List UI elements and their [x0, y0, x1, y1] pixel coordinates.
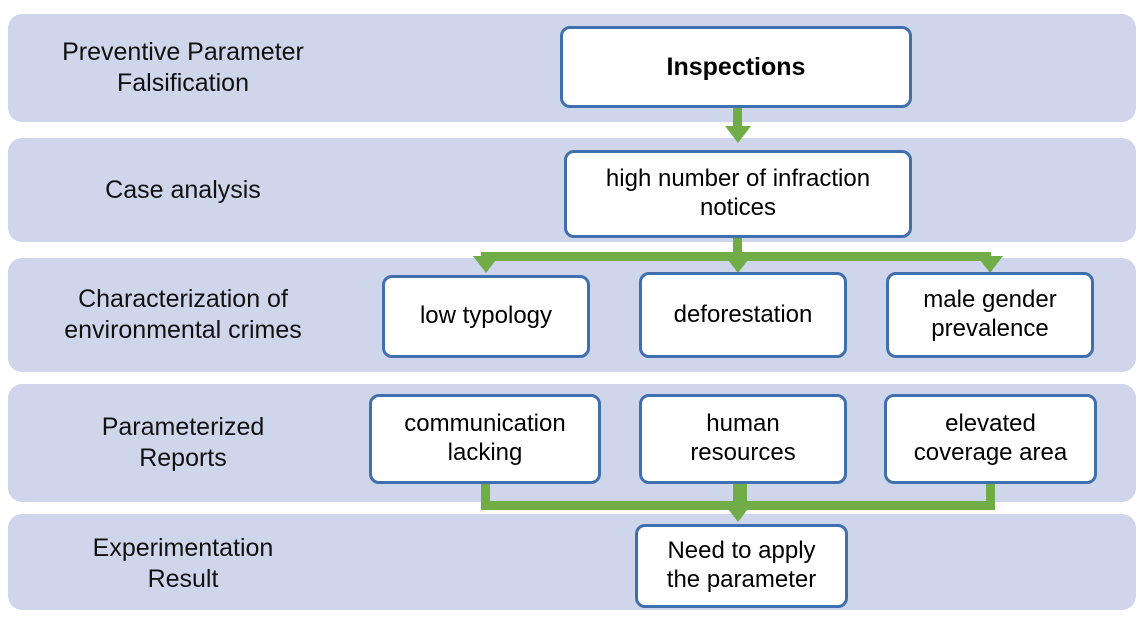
- arrow-head-to-male-gender-prevalence: [977, 256, 1003, 273]
- band-label-preventive-parameter-falsification: Preventive Parameter Falsification: [62, 38, 304, 97]
- node-inspections[interactable]: Inspections: [560, 26, 912, 108]
- connector-line-communication-lacking-down: [481, 482, 490, 510]
- connector-line-infraction-notices-down: [733, 237, 742, 258]
- arrow-head-inspections-to-infraction-notices: [725, 126, 751, 143]
- band-label-case-analysis: Case analysis: [105, 176, 261, 204]
- node-communication-lacking[interactable]: communication lacking: [369, 394, 601, 484]
- band-experimentation-result: [8, 514, 1136, 610]
- node-need-to-apply-the-parameter[interactable]: Need to apply the parameter: [635, 524, 848, 608]
- node-male-gender-prevalence[interactable]: male gender prevalence: [886, 272, 1094, 358]
- node-high-number-of-infraction-notices[interactable]: high number of infraction notices: [564, 150, 912, 238]
- connector-line-merge-to-need-to-apply: [733, 482, 742, 512]
- node-deforestation[interactable]: deforestation: [639, 272, 847, 358]
- connector-line-elevated-coverage-area-down: [986, 482, 995, 510]
- arrow-head-to-need-to-apply: [725, 505, 751, 522]
- band-label-experimentation-result: Experimentation Result: [92, 534, 274, 593]
- band-label-parameterized-reports: Parameterized Reports: [101, 413, 265, 472]
- connector-line-human-resources-down: [738, 482, 747, 510]
- connector-line-inspections-to-infraction-notices: [733, 108, 742, 130]
- node-elevated-coverage-area[interactable]: elevated coverage area: [884, 394, 1097, 484]
- arrow-head-to-low-typology: [473, 256, 499, 273]
- node-low-typology[interactable]: low typology: [382, 275, 590, 358]
- node-human-resources[interactable]: human resources: [639, 394, 847, 484]
- arrow-head-to-deforestation: [725, 256, 751, 273]
- band-label-characterization-of-environmental-crimes: Characterization of environmental crimes: [64, 285, 302, 344]
